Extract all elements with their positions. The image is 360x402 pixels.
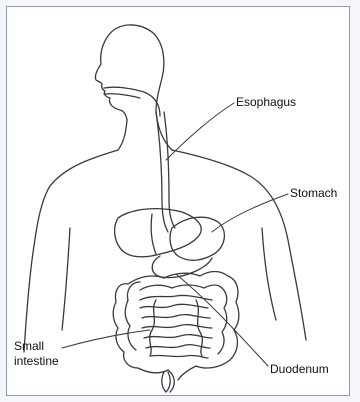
liver bbox=[115, 209, 202, 257]
leader-small-intestine bbox=[62, 330, 150, 348]
label-stomach: Stomach bbox=[290, 186, 337, 201]
esophagus-tube bbox=[156, 112, 175, 232]
stomach bbox=[170, 217, 224, 260]
leader-stomach bbox=[212, 194, 288, 232]
label-small-intestine: Small intestine bbox=[14, 339, 59, 369]
small-intestine bbox=[140, 295, 212, 358]
pharynx bbox=[104, 87, 160, 116]
label-duodenum: Duodenum bbox=[270, 362, 329, 377]
large-intestine bbox=[113, 272, 239, 393]
rectum bbox=[162, 372, 170, 392]
label-small-intestine-line2: intestine bbox=[14, 354, 59, 369]
body-outline bbox=[24, 25, 306, 352]
liver-lobe-line bbox=[151, 214, 156, 254]
label-esophagus: Esophagus bbox=[236, 95, 296, 110]
label-small-intestine-line1: Small bbox=[14, 339, 59, 354]
